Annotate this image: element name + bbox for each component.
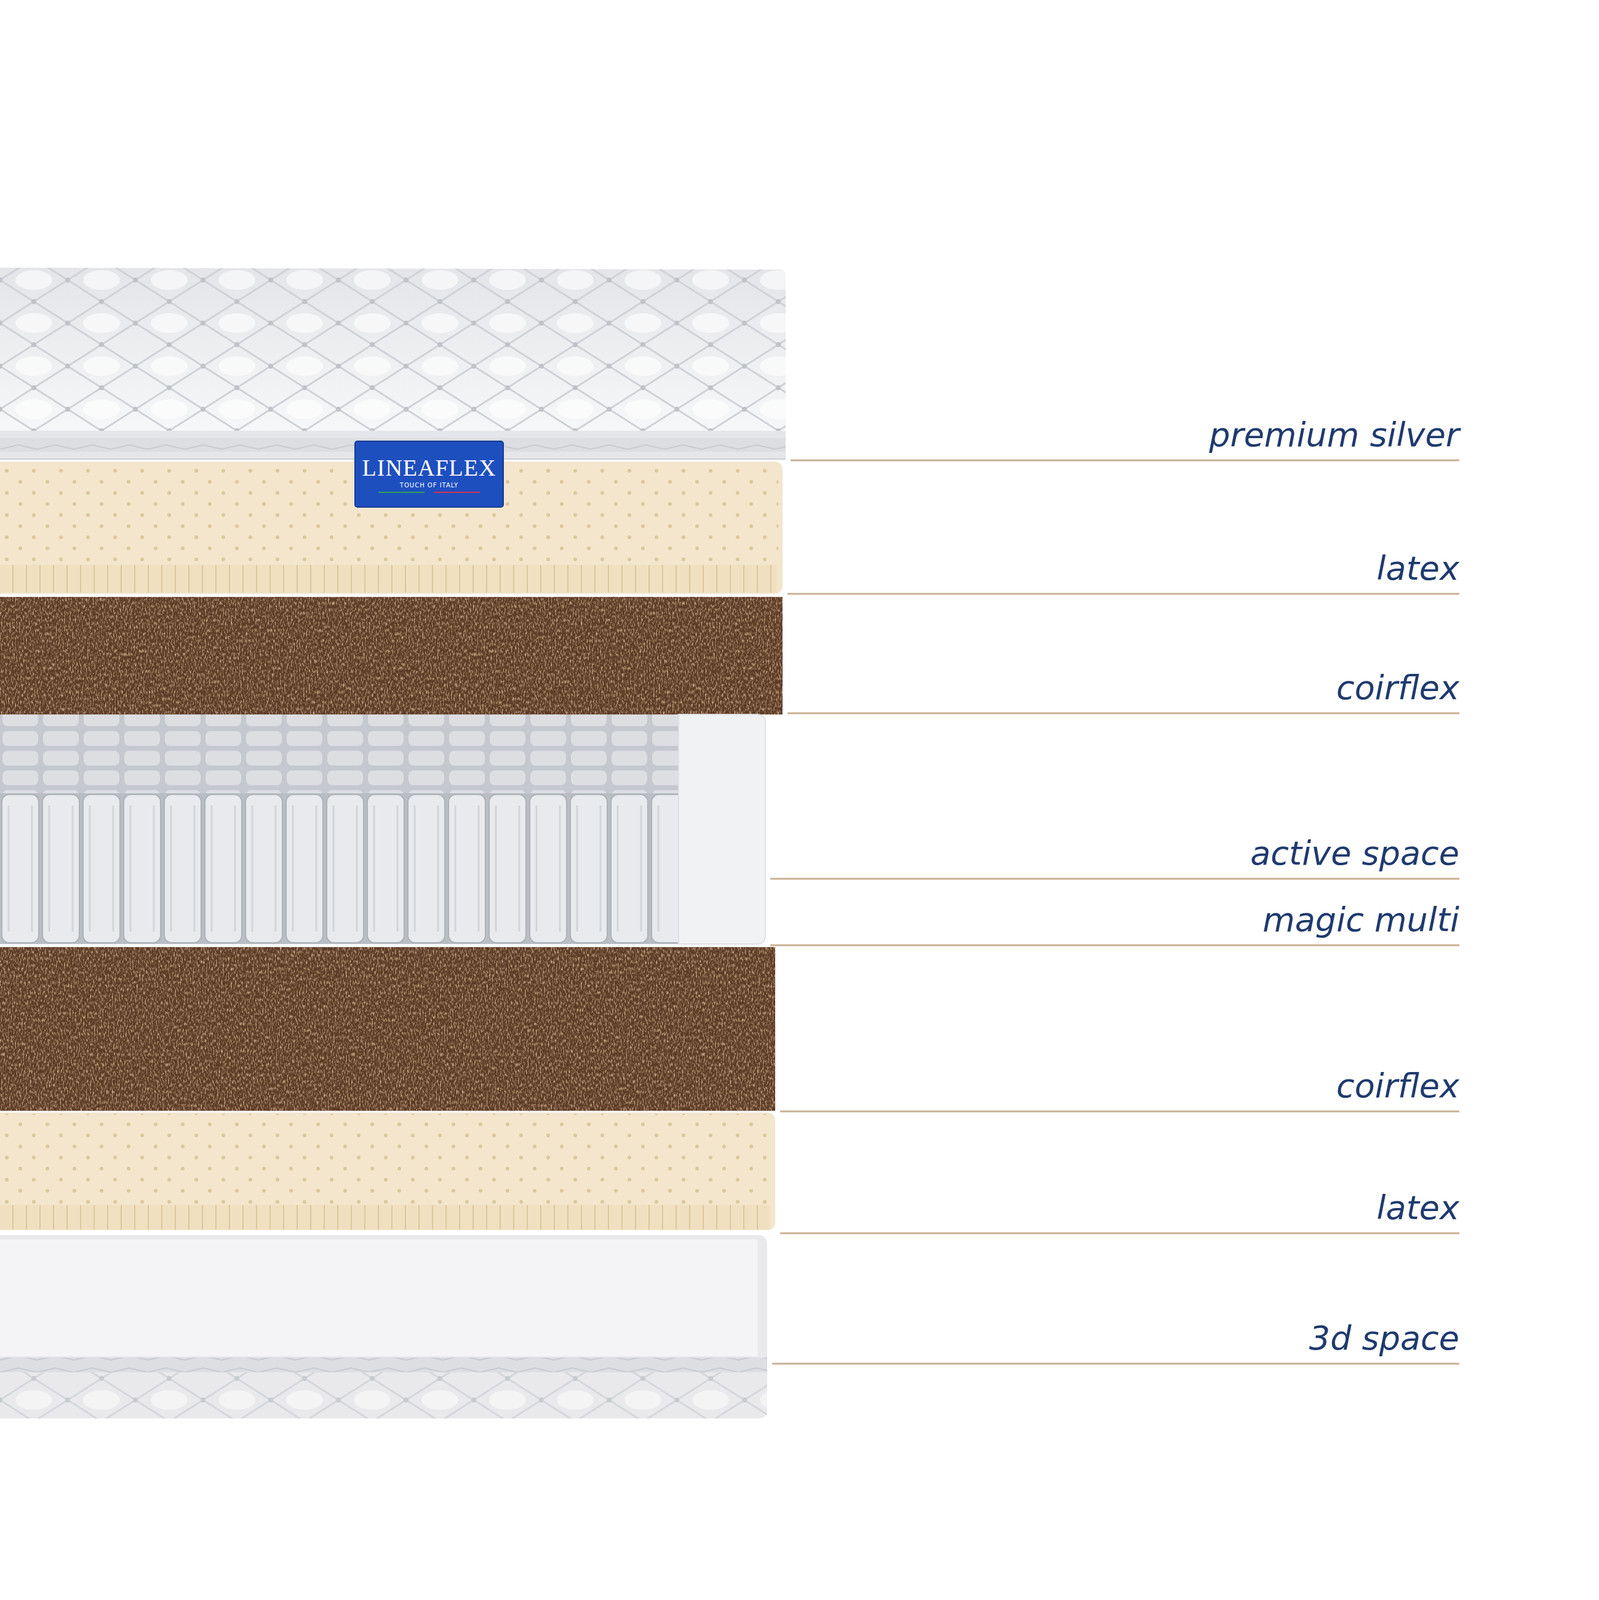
layer-label: latex xyxy=(1376,1188,1460,1227)
layer-label: magic multi xyxy=(1262,900,1460,939)
layer-label: coirflex xyxy=(1336,668,1460,707)
layer-label: 3d space xyxy=(1309,1319,1460,1358)
layer-label: premium silver xyxy=(1208,415,1460,455)
layer-label: latex xyxy=(1376,549,1460,588)
brand-slogan: TOUCH OF ITALY xyxy=(399,482,459,489)
layer-label: coirflex xyxy=(1336,1066,1460,1105)
layer-label: active space xyxy=(1250,834,1460,873)
brand-name: LINEAFLEX xyxy=(362,455,497,480)
